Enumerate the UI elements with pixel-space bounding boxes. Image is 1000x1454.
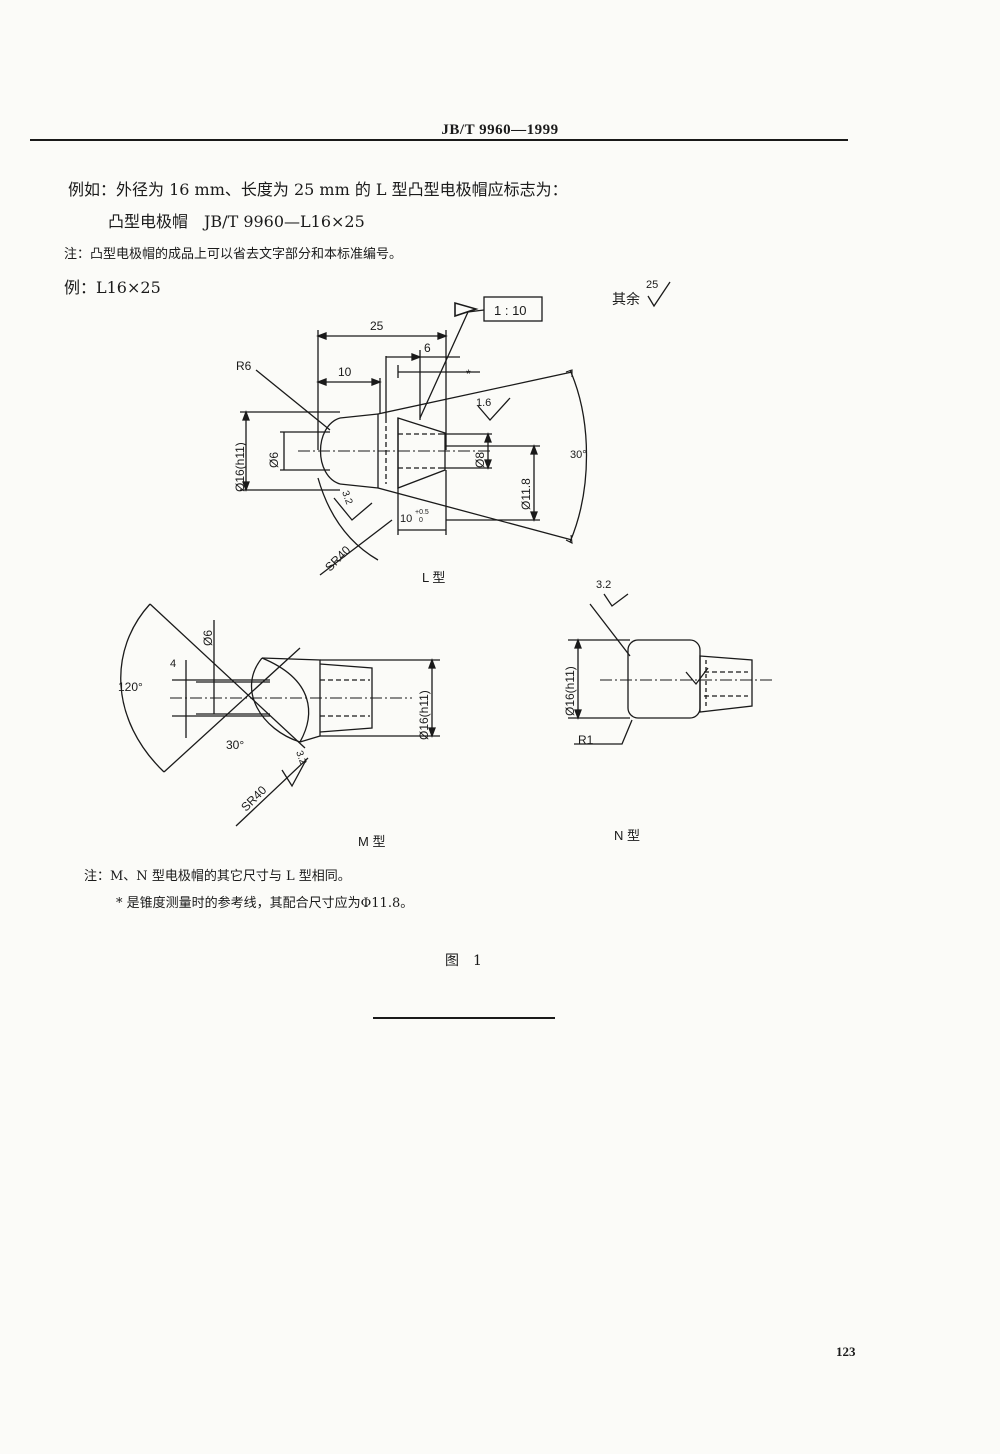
n-type-drawing: [568, 593, 772, 745]
l-len-10: 10: [338, 365, 352, 379]
m-h4: 4: [170, 658, 176, 670]
l-sr40: SR40: [322, 543, 353, 574]
note-omit-text: 注：凸型电极帽的成品上可以省去文字部分和本标准编号。: [64, 247, 403, 262]
l-tol-10: 10: [400, 513, 412, 525]
l-d6: Ø6: [267, 452, 281, 468]
rest-roughness-symbol: [647, 281, 671, 308]
example-intro: 例如：外径为 16 mm、长度为 25 mm 的 L 型凸型电极帽应标志为：: [68, 180, 568, 199]
n-type-caption: N 型: [614, 828, 640, 843]
n-rough-32: 3.2: [596, 579, 611, 591]
l-r6: R6: [236, 359, 252, 373]
figure-caption: 图 1: [445, 953, 482, 969]
m-type-drawing: [120, 603, 440, 827]
end-rule: [373, 1017, 555, 1019]
l-type-drawing: [240, 330, 588, 576]
l-rough-32: 3.2: [339, 489, 354, 506]
note-other-dims: 注：M、N 型电极帽的其它尺寸与 L 型相同。: [84, 869, 351, 884]
l-star-ref: *: [466, 367, 471, 381]
page-number: 123: [836, 1344, 856, 1359]
header-rule: [30, 139, 848, 141]
m-ang-120: 120°: [118, 680, 143, 694]
m-d16: Ø16(h11): [417, 690, 431, 740]
m-ang-30: 30°: [226, 738, 244, 752]
note-taper-reference: * 是锥度测量时的参考线，其配合尺寸应为Φ11.8。: [116, 896, 414, 911]
taper-ratio: 1 : 10: [494, 303, 527, 318]
n-d16: Ø16(h11): [563, 666, 577, 716]
l-len-6: 6: [424, 341, 431, 355]
l-d16: Ø16(h11): [233, 442, 247, 492]
l-len-25: 25: [370, 319, 384, 333]
rest-surface-label: 其余: [612, 291, 640, 307]
l-rough-16: 1.6: [476, 397, 491, 409]
l-d8: Ø8: [473, 452, 487, 468]
taper-symbol: [419, 296, 543, 419]
standard-code-header: JB/T 9960—1999: [441, 122, 559, 138]
designation-example: 凸型电极帽 JB/T 9960—L16×25: [108, 212, 365, 231]
n-r1: R1: [578, 733, 594, 747]
rest-surface-value: 25: [646, 279, 658, 291]
m-type-caption: M 型: [358, 834, 385, 849]
m-d6: Ø6: [201, 630, 215, 646]
l-tol-lower: 0: [419, 517, 423, 524]
l-tol-upper: +0.5: [415, 509, 429, 516]
m-rough-32: 3.2: [293, 749, 308, 766]
l-ang-30: 30°: [570, 449, 587, 461]
l-d118: Ø11.8: [519, 478, 533, 510]
marking-example: 例：L16×25: [64, 278, 161, 297]
l-type-caption: L 型: [422, 570, 445, 585]
